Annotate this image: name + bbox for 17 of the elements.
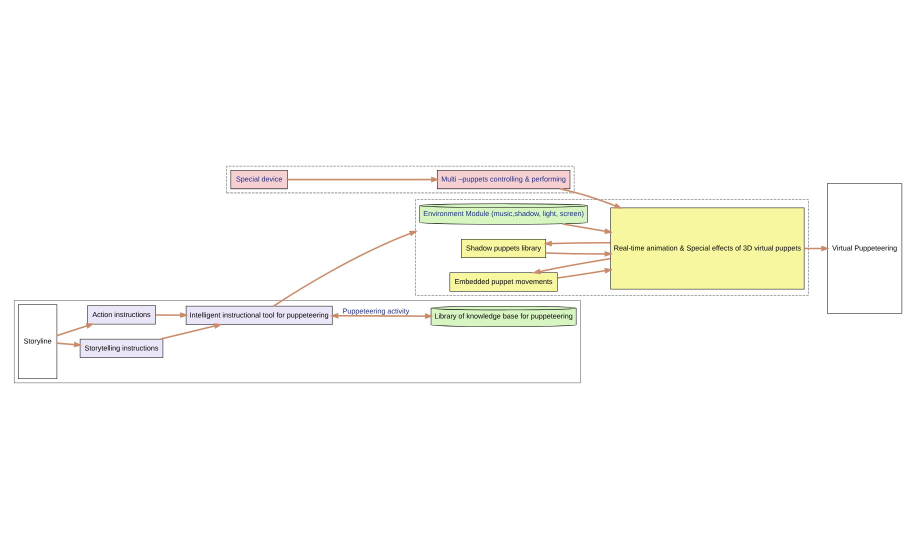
cluster <box>226 166 574 194</box>
arrow <box>544 240 611 246</box>
cluster <box>14 300 581 384</box>
arrow <box>804 246 830 252</box>
arrow <box>562 223 613 234</box>
arrow <box>273 230 418 307</box>
arrow <box>160 323 222 340</box>
arrow <box>56 342 82 348</box>
arrow <box>557 268 613 279</box>
cluster <box>415 199 808 296</box>
arrow <box>532 258 611 274</box>
arrow <box>560 188 623 209</box>
arrow <box>546 251 613 257</box>
arrow <box>56 323 94 336</box>
arrow <box>156 312 188 318</box>
arrow <box>288 176 440 182</box>
arrow <box>330 312 434 319</box>
